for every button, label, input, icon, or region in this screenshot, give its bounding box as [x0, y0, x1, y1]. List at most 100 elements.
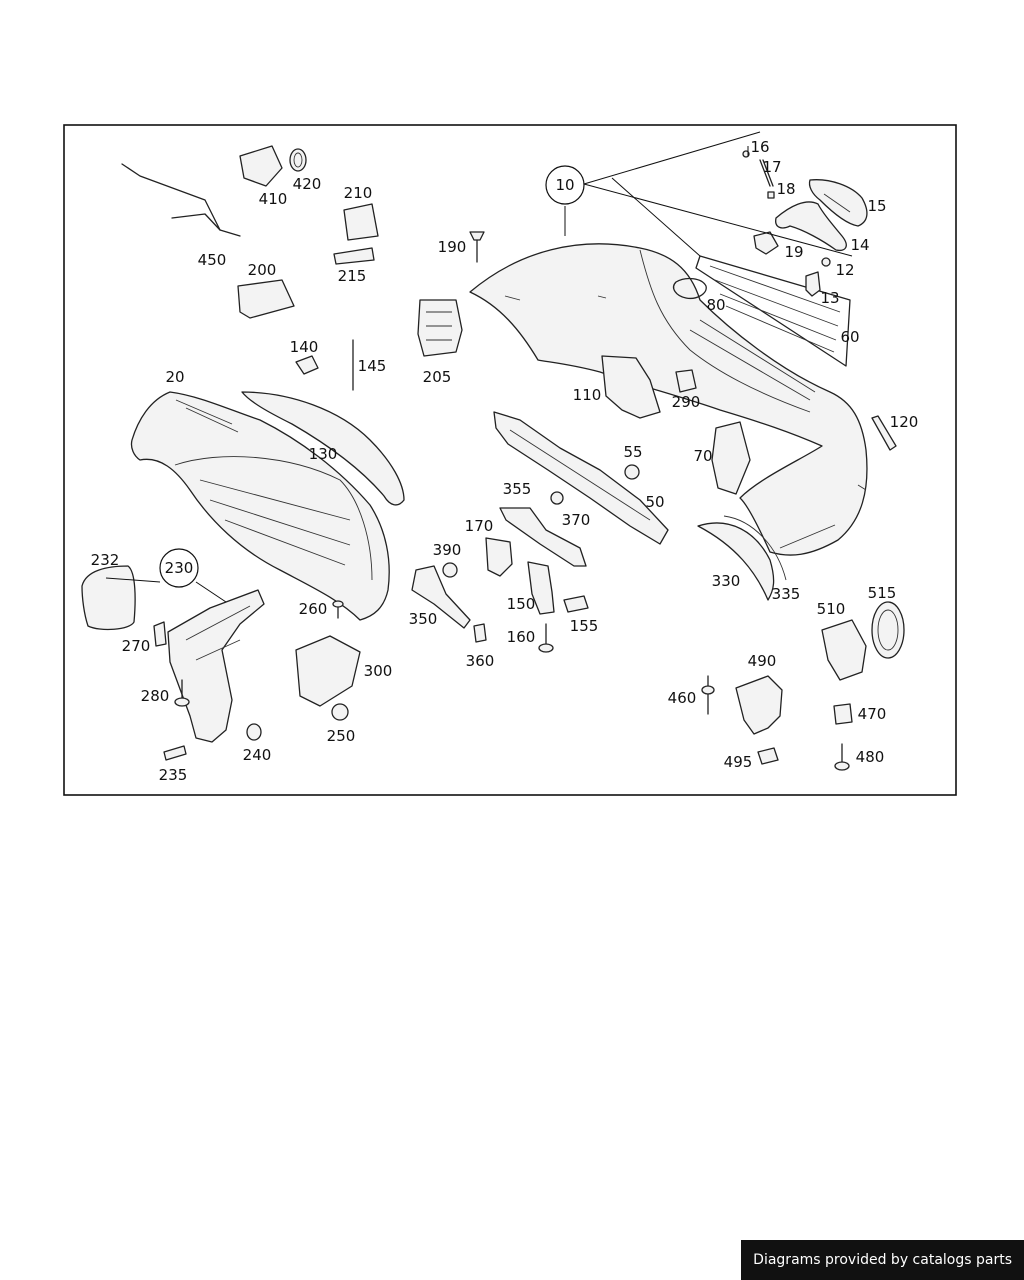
- callout-140: 140: [290, 338, 319, 356]
- callout-12: 12: [835, 261, 854, 279]
- part-515-ring: [871, 601, 905, 659]
- part-130-trim: [241, 391, 405, 506]
- callout-250: 250: [327, 727, 356, 745]
- leader-lines: [105, 131, 853, 603]
- part-170-bracket: [485, 537, 513, 577]
- part-370-washer: [550, 491, 564, 505]
- callout-circle-10: [545, 165, 585, 205]
- callout-515: 515: [868, 584, 897, 602]
- callout-290: 290: [672, 393, 701, 411]
- callout-155: 155: [570, 617, 599, 635]
- callout-270: 270: [122, 637, 151, 655]
- part-50-carrier: [493, 411, 669, 545]
- callout-510: 510: [817, 600, 846, 618]
- callout-17: 17: [762, 158, 781, 176]
- callout-group: 1012131415161718192050556070801101201301…: [91, 138, 919, 784]
- callout-160: 160: [507, 628, 536, 646]
- part-280-screw: [174, 679, 190, 707]
- part-355-brace: [499, 507, 587, 567]
- part-390-washer: [442, 562, 458, 578]
- part-160-screw: [538, 623, 554, 653]
- part-230-bracket: [167, 589, 265, 743]
- attribution-footer: Diagrams provided by catalogs parts: [741, 1240, 1024, 1280]
- part-140-clip: [295, 355, 319, 375]
- callout-240: 240: [243, 746, 272, 764]
- callout-210: 210: [344, 184, 373, 202]
- part-10-rear-bumper-cover: [469, 243, 868, 556]
- callout-360: 360: [466, 652, 495, 670]
- part-360-clip: [473, 623, 487, 643]
- part-205-bracket: [417, 299, 463, 357]
- callout-300: 300: [364, 662, 393, 680]
- callout-480: 480: [856, 748, 885, 766]
- part-300-bracket: [295, 635, 361, 707]
- callout-120: 120: [890, 413, 919, 431]
- callout-260: 260: [299, 600, 328, 618]
- part-232-pad: [81, 565, 136, 631]
- part-410-connector: [239, 145, 283, 187]
- part-420-ring: [289, 148, 307, 172]
- part-80-grommet: [672, 277, 707, 300]
- part-110-bracket: [601, 355, 661, 419]
- callout-19: 19: [784, 243, 803, 261]
- part-270-clip: [153, 621, 167, 647]
- callout-13: 13: [820, 289, 839, 307]
- callout-14: 14: [850, 236, 869, 254]
- callout-410: 410: [259, 190, 288, 208]
- part-495-clip: [757, 747, 779, 765]
- part-70-bracket: [711, 421, 751, 495]
- callout-16: 16: [750, 138, 769, 156]
- callout-18: 18: [776, 180, 795, 198]
- callout-130: 130: [309, 445, 338, 463]
- part-490-bracket: [735, 675, 783, 735]
- part-120-reflector: [871, 415, 897, 451]
- part-15-cover: [808, 179, 868, 227]
- callout-470: 470: [858, 705, 887, 723]
- part-60-trim-strip: [695, 255, 851, 367]
- part-470-nut: [833, 703, 853, 725]
- part-19-clip: [753, 231, 779, 255]
- part-155-clip: [563, 595, 589, 613]
- callout-50: 50: [645, 493, 664, 511]
- part-20-diffuser: [130, 391, 390, 621]
- callout-15: 15: [867, 197, 886, 215]
- callout-350: 350: [409, 610, 438, 628]
- callout-390: 390: [433, 541, 462, 559]
- callout-205: 205: [423, 368, 452, 386]
- part-200-module: [237, 279, 295, 319]
- part-330-335-wheel-arch-trim: [697, 515, 787, 601]
- part-260-screw: [332, 600, 344, 619]
- callout-circle-230: [159, 548, 199, 588]
- callout-460: 460: [668, 689, 697, 707]
- callout-55: 55: [623, 443, 642, 461]
- callout-190: 190: [438, 238, 467, 256]
- part-240-nut: [246, 723, 262, 741]
- callout-10: 10: [555, 176, 574, 194]
- callout-80: 80: [706, 296, 725, 314]
- callout-280: 280: [141, 687, 170, 705]
- callout-110: 110: [573, 386, 602, 404]
- part-55-washer: [624, 464, 640, 480]
- callout-232: 232: [91, 551, 120, 569]
- callout-370: 370: [562, 511, 591, 529]
- part-215-strip: [333, 247, 375, 265]
- part-14-bracket: [775, 201, 847, 252]
- callout-215: 215: [338, 267, 367, 285]
- callout-230: 230: [165, 559, 194, 577]
- callout-235: 235: [159, 766, 188, 784]
- part-190-pushpin: [469, 231, 485, 263]
- part-480-screw: [834, 743, 850, 771]
- callout-170: 170: [465, 517, 494, 535]
- callout-495: 495: [724, 753, 753, 771]
- callout-200: 200: [248, 261, 277, 279]
- callout-490: 490: [748, 652, 777, 670]
- part-460-rivet: [701, 675, 715, 715]
- callout-20: 20: [165, 368, 184, 386]
- callout-60: 60: [840, 328, 859, 346]
- callout-145: 145: [358, 357, 387, 375]
- part-12-13-fasteners: [805, 257, 831, 297]
- callout-330: 330: [712, 572, 741, 590]
- part-235-clip: [163, 745, 187, 761]
- callout-450: 450: [198, 251, 227, 269]
